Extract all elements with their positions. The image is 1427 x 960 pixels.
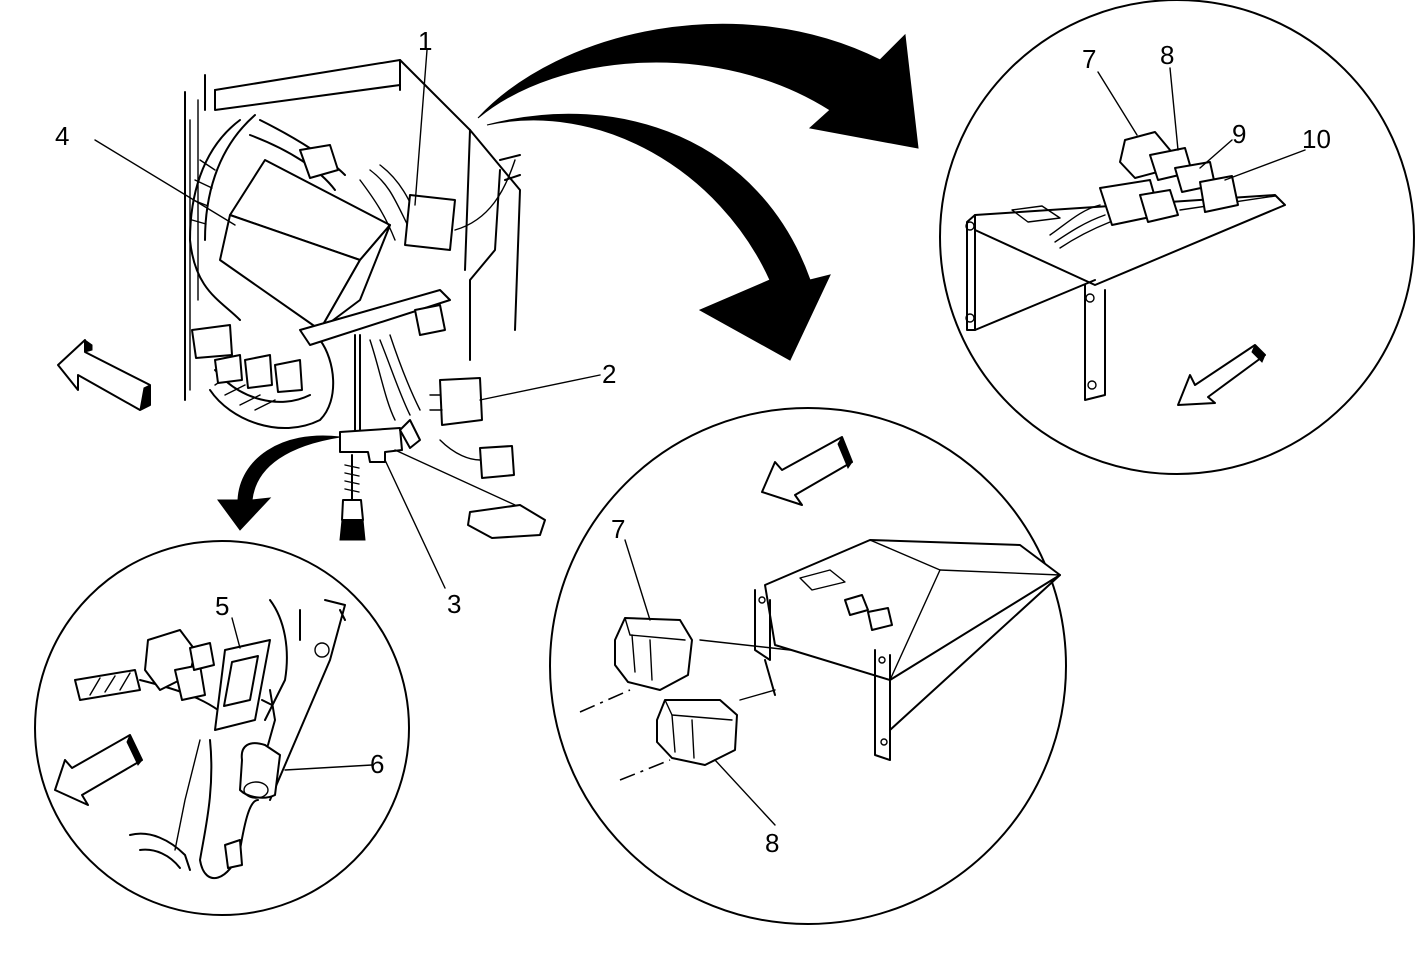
detail-view-top-right <box>939 0 1415 475</box>
callout-7-top: 7 <box>1082 44 1096 74</box>
curved-arrow-icon <box>217 23 919 531</box>
direction-arrow-icon <box>1177 344 1266 406</box>
detail-view-bottom-right <box>549 407 1067 925</box>
callout-8-top: 8 <box>1160 40 1174 70</box>
callout-4: 4 <box>55 121 69 151</box>
callout-10: 10 <box>1302 124 1331 154</box>
callout-6: 6 <box>370 749 384 779</box>
callout-3: 3 <box>447 589 461 619</box>
callout-2: 2 <box>602 359 616 389</box>
direction-arrow-icon <box>57 339 151 411</box>
detail-view-bottom-left <box>34 540 410 916</box>
direction-arrow-icon <box>761 435 853 506</box>
direction-arrow-icon <box>54 733 143 806</box>
callout-8-bottom: 8 <box>765 828 779 858</box>
main-view <box>57 49 601 589</box>
module-4 <box>219 159 391 331</box>
callout-7-bottom: 7 <box>611 514 625 544</box>
callout-9: 9 <box>1232 119 1246 149</box>
callout-5: 5 <box>215 591 229 621</box>
callout-1: 1 <box>418 26 432 56</box>
bolt-icon <box>339 454 366 541</box>
